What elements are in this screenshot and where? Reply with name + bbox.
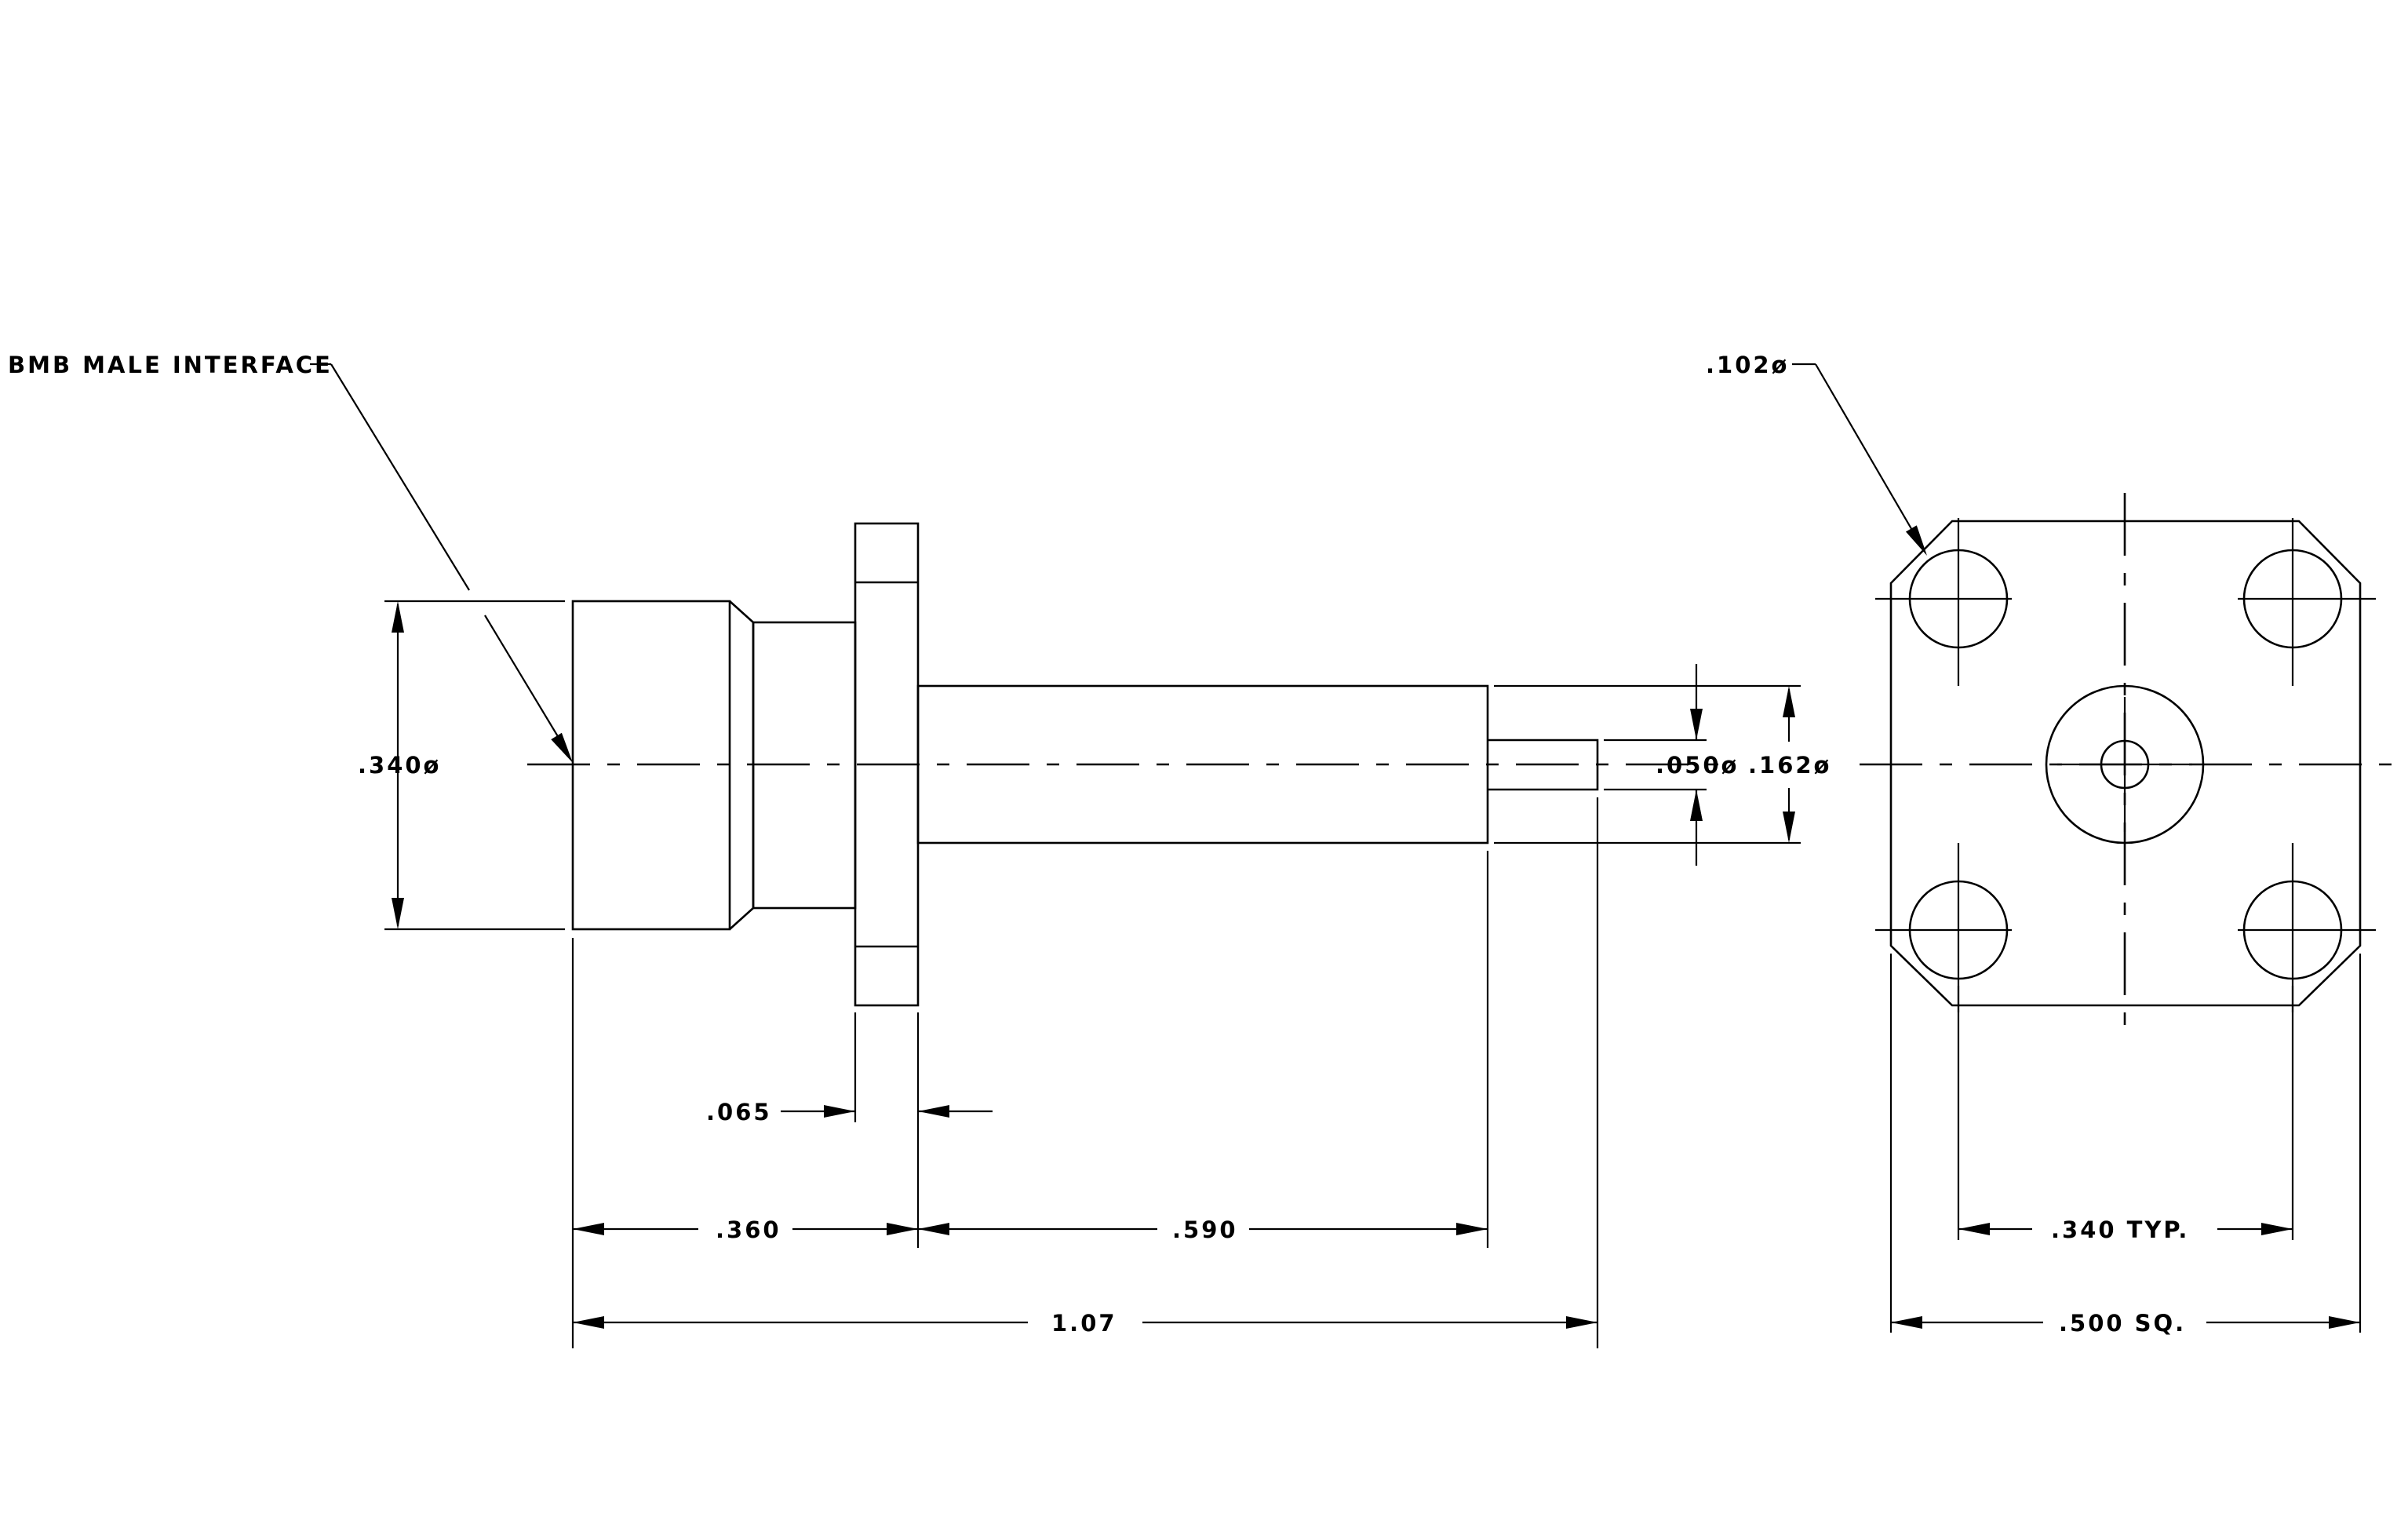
tail-len-label: .590 (1172, 1216, 1238, 1243)
flange-sq-label: .500 SQ. (2059, 1310, 2186, 1337)
body-dia-label: .340ø (358, 752, 441, 779)
dimension-labels: BMB MALE INTERFACE .102ø .340ø .050ø .16… (8, 352, 2189, 1337)
side-view (310, 363, 1801, 1348)
body-len-label: .360 (716, 1216, 781, 1243)
hole-spacing-label: .340 TYP. (2051, 1216, 2189, 1243)
flange-outline (1889, 520, 2362, 1007)
overall-len-label: 1.07 (1051, 1310, 1117, 1337)
end-view (1792, 363, 2393, 1333)
pin-dia-label: .050ø (1656, 752, 1739, 779)
dielectric-dia-label: .162ø (1748, 752, 1831, 779)
interface-callout: BMB MALE INTERFACE (8, 352, 333, 378)
flange-thk-label: .065 (706, 1099, 772, 1125)
hole-dia-label: .102ø (1706, 352, 1789, 378)
